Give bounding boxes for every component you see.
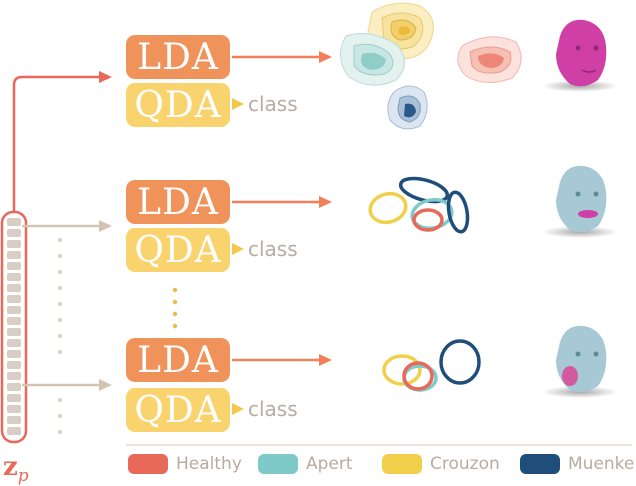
legend-label-apert: Apert: [306, 454, 353, 474]
latent-vector-cell: [7, 229, 21, 237]
legend-swatch-muenke: [520, 454, 560, 474]
contour-crouzon: [367, 2, 434, 60]
latent-vector-cell: [7, 328, 21, 336]
ellipsis-dots-left: [58, 238, 62, 434]
lda-box-2: LDA: [126, 180, 230, 224]
latent-vector-cell: [7, 339, 21, 347]
legend-item-crouzon: Crouzon: [382, 454, 500, 474]
latent-vector-cell: [7, 416, 21, 424]
ellipse-crouzon: [368, 191, 408, 225]
ellipse-healthy-3: [402, 361, 434, 391]
class-label-3: class: [248, 397, 298, 421]
latent-vector-label: zp: [3, 452, 29, 486]
ellipse-muenke-outline: [398, 176, 450, 204]
latent-vector-cell: [7, 427, 21, 435]
latent-vector-cell: [7, 295, 21, 303]
lda-output-arrows: [232, 51, 332, 366]
ellipses-row-3: [382, 339, 481, 392]
qda-box-3: QDA: [126, 388, 230, 432]
density-contours: [340, 2, 522, 130]
latent-vector-cell: [7, 284, 21, 292]
legend-swatch-crouzon: [382, 454, 422, 474]
class-label-1: class: [248, 92, 298, 116]
arrowhead-vector-to-lda-2: [99, 220, 112, 232]
legend-swatch-apert: [258, 454, 298, 474]
latent-vector-cell: [7, 383, 21, 391]
arrow-vector-to-lda-1: [12, 75, 100, 212]
latent-symbol: z: [3, 452, 18, 482]
face-heatmap-1: [542, 19, 618, 92]
latent-vector-cell: [7, 405, 21, 413]
legend-label-muenke: Muenke: [568, 454, 635, 474]
arrowhead-vector-to-lda-1: [99, 71, 112, 83]
ellipsis-dots-center: [172, 287, 178, 329]
latent-vector-cell: [7, 218, 21, 226]
lda-label-1: LDA: [137, 36, 219, 78]
latent-vector-cell: [7, 361, 21, 369]
legend-label-crouzon: Crouzon: [430, 454, 500, 474]
latent-vector-cell: [7, 394, 21, 402]
qda-box-1: QDA: [126, 83, 230, 127]
contour-muenke: [387, 85, 428, 130]
qda-label-3: QDA: [134, 389, 222, 431]
legend-item-apert: Apert: [258, 454, 353, 474]
face-heatmap-3: [542, 325, 618, 398]
ellipse-muenke-3: [439, 339, 481, 385]
qda-output-arrows: [232, 98, 244, 415]
ellipse-muenke: [446, 190, 470, 234]
ellipses-row-2: [368, 176, 470, 234]
latent-vector-cell: [7, 372, 21, 380]
qda-label-2: QDA: [134, 229, 222, 271]
lda-label-3: LDA: [137, 339, 219, 381]
latent-vector-cell: [7, 317, 21, 325]
legend-label-healthy: Healthy: [176, 454, 242, 474]
qda-box-2: QDA: [126, 228, 230, 272]
contour-healthy: [457, 36, 522, 83]
legend-item-healthy: Healthy: [128, 454, 242, 474]
lda-box-1: LDA: [126, 35, 230, 79]
face-heatmap-2: [542, 165, 618, 238]
legend-item-muenke: Muenke: [520, 454, 634, 474]
latent-vector-cell: [7, 251, 21, 259]
lda-box-3: LDA: [126, 338, 230, 382]
contour-apert: [340, 33, 405, 86]
latent-vector-cell: [7, 306, 21, 314]
class-label-2: class: [248, 237, 298, 261]
ellipse-crouzon-3: [382, 354, 422, 386]
qda-label-1: QDA: [134, 84, 222, 126]
latent-vector-cell: [7, 240, 21, 248]
latent-vector-cell: [7, 262, 21, 270]
ellipse-healthy: [412, 208, 444, 232]
latent-vector-cell: [7, 273, 21, 281]
lda-label-2: LDA: [137, 181, 219, 223]
latent-subscript: p: [17, 466, 29, 486]
latent-vector-cells: [7, 218, 21, 435]
arrowhead-vector-to-lda-3: [99, 379, 112, 391]
latent-vector: [0, 210, 28, 444]
latent-vector-cell: [7, 350, 21, 358]
legend-swatch-healthy: [128, 454, 168, 474]
